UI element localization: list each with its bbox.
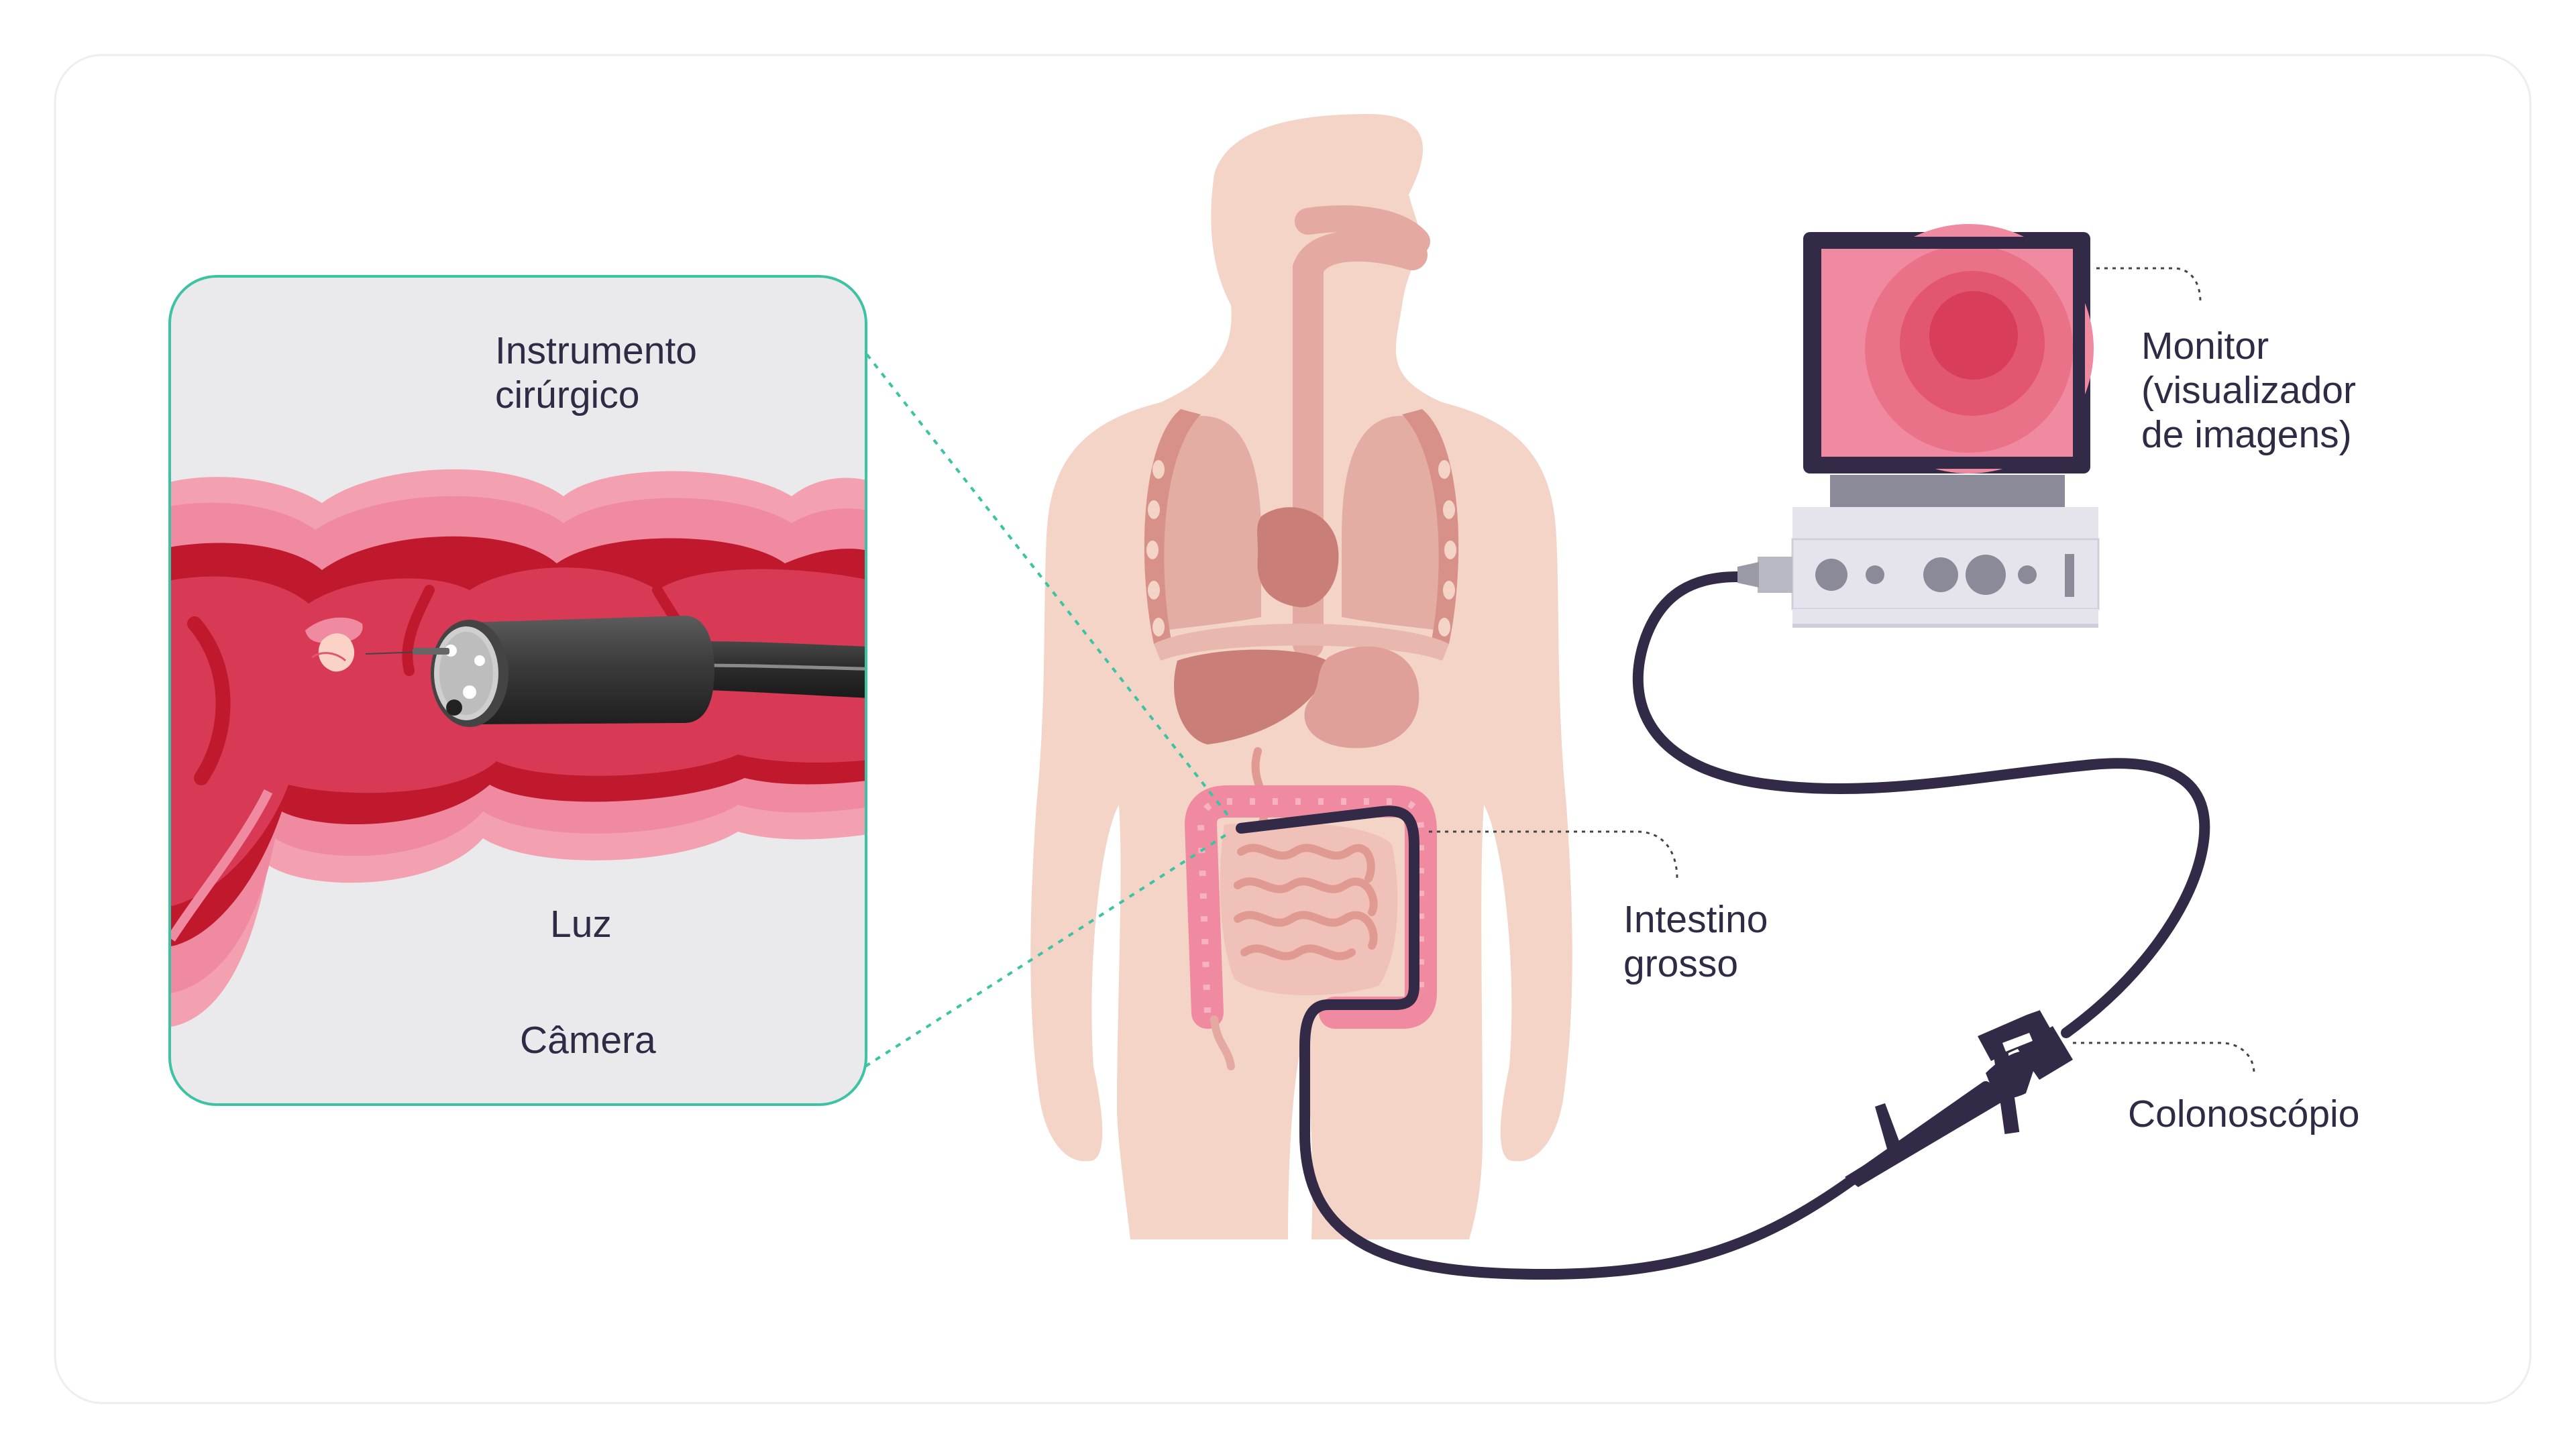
label-camera: Câmera [520, 1019, 656, 1062]
label-instrumento-line1: Instrumento [495, 329, 697, 372]
colonoscope-tube [1236, 805, 1991, 1280]
label-instrumento-cirurgico: Instrumento cirúrgico [495, 329, 697, 417]
label-colonoscopio: Colonoscópio [2128, 1093, 2360, 1135]
label-intestino-line1: Intestino [1623, 898, 1768, 941]
monitor-cable [1632, 571, 2210, 1038]
label-intestino-grosso: Intestino grosso [1623, 897, 1768, 986]
monitor-icon [1737, 224, 2100, 628]
human-body-icon [1030, 114, 1572, 1239]
label-monitor-line2: (visualizador [2141, 369, 2356, 412]
label-monitor-line3: de imagens) [2141, 413, 2352, 456]
label-monitor: Monitor (visualizador de imagens) [2141, 324, 2356, 457]
endoscope-tip-icon [413, 616, 714, 727]
label-luz: Luz [550, 903, 612, 946]
colonoscope-handle-icon [1845, 1008, 2073, 1187]
label-monitor-line1: Monitor [2141, 325, 2269, 368]
zoom-connector-lines [851, 334, 1232, 1068]
zoom-inset [168, 275, 867, 1106]
label-instrumento-line2: cirúrgico [495, 374, 640, 416]
label-intestino-line2: grosso [1623, 942, 1739, 985]
